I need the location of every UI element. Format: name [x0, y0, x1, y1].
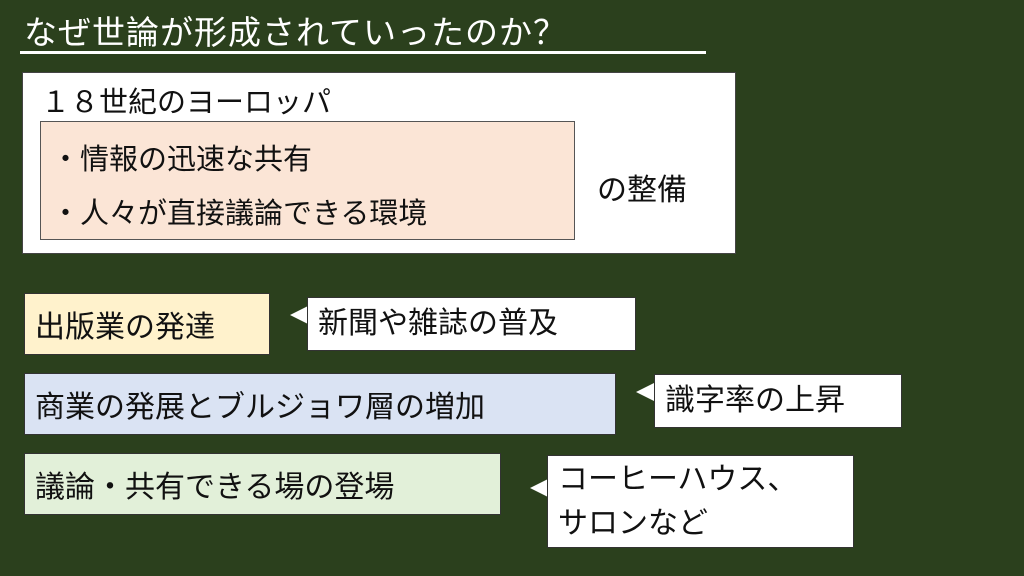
summary-suffix: の整備: [597, 173, 687, 208]
summary-item: ・人々が直接議論できる環境: [51, 196, 428, 230]
result-callout-coffeehouses: コーヒーハウス、 サロンなど: [547, 455, 854, 548]
summary-heading: １８世紀のヨーロッパ: [41, 85, 332, 119]
cause-box-venues: 議論・共有できる場の登場: [24, 453, 501, 515]
callout-pointer: [636, 383, 654, 401]
result-callout-literacy: 識字率の上昇: [654, 374, 902, 428]
cause-box-commerce: 商業の発展とブルジョワ層の増加: [24, 373, 616, 435]
summary-panel: １８世紀のヨーロッパ ・情報の迅速な共有 ・人々が直接議論できる環境 の整備: [22, 72, 736, 254]
callout-pointer: [290, 306, 308, 324]
summary-items-box: ・情報の迅速な共有 ・人々が直接議論できる環境: [40, 121, 575, 240]
summary-item: ・情報の迅速な共有: [51, 142, 313, 176]
slide-title: なぜ世論が形成されていったのか？: [24, 13, 568, 52]
result-callout-newspapers: 新聞や雑誌の普及: [307, 297, 636, 351]
cause-box-publishing: 出版業の発達: [24, 293, 270, 355]
callout-pointer: [530, 479, 548, 497]
callout-line: コーヒーハウス、: [558, 462, 798, 497]
callout-line: サロンなど: [558, 505, 708, 541]
title-underline: [20, 51, 706, 54]
